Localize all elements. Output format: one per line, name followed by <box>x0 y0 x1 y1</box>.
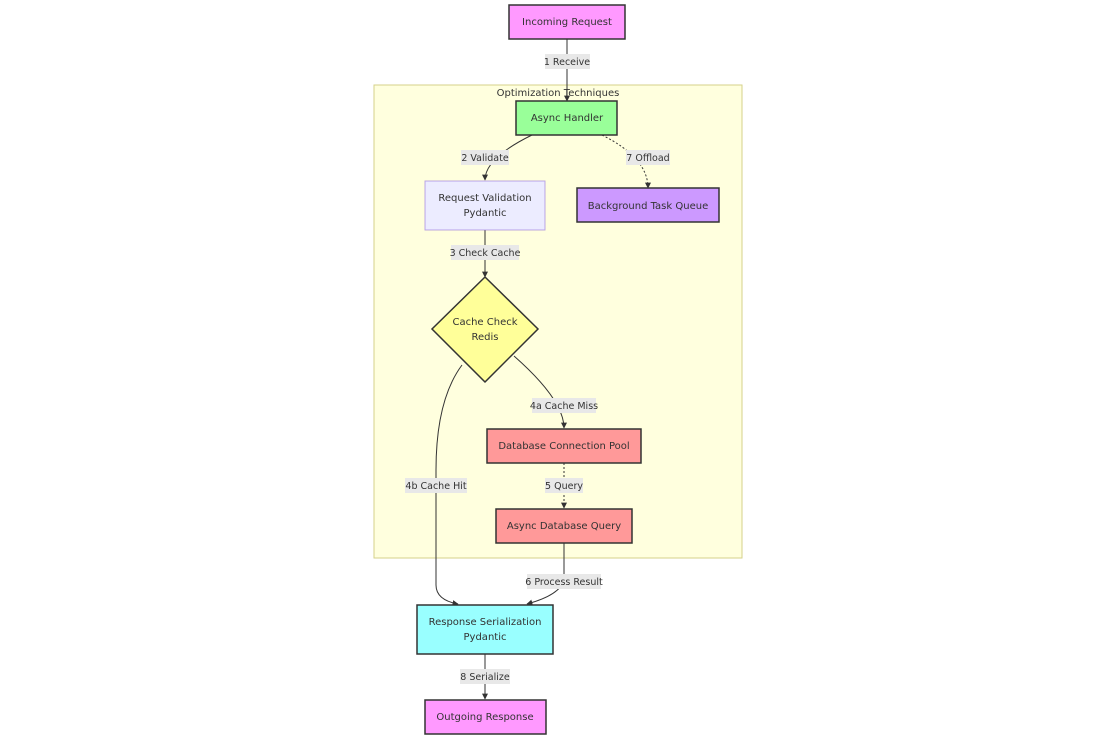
edge-label-receive: 1 Receive <box>544 57 590 68</box>
node-label-line2: Pydantic <box>464 208 507 219</box>
node-background-task-queue[interactable]: Background Task Queue <box>576 187 720 223</box>
node-async-database-query[interactable]: Async Database Query <box>495 508 633 544</box>
node-response-serialization[interactable]: Response Serialization Pydantic <box>416 604 554 655</box>
node-cache-check[interactable]: Cache Check Redis <box>430 275 540 384</box>
node-label: Outgoing Response <box>436 712 533 723</box>
edge-label-serialize: 8 Serialize <box>460 672 510 683</box>
edge-label-validate: 2 Validate <box>461 153 509 164</box>
edge-label-cache-hit: 4b Cache Hit <box>405 481 466 492</box>
node-label-line2: Redis <box>472 332 499 343</box>
node-label: Incoming Request <box>522 17 612 28</box>
node-async-handler[interactable]: Async Handler <box>515 100 618 136</box>
node-label: Async Database Query <box>507 521 621 532</box>
node-label: Async Handler <box>531 113 604 124</box>
node-label-line1: Request Validation <box>438 193 531 204</box>
edge-label-query: 5 Query <box>545 481 583 492</box>
node-label-line2: Pydantic <box>464 632 507 643</box>
edge-label-check-cache: 3 Check Cache <box>450 248 521 259</box>
edge-cache-miss <box>513 355 567 429</box>
node-request-validation[interactable]: Request Validation Pydantic <box>424 180 546 231</box>
node-incoming-request[interactable]: Incoming Request <box>508 4 626 40</box>
edge-label-process-result: 6 Process Result <box>525 577 603 588</box>
node-label-line1: Cache Check <box>452 317 517 328</box>
edge-offload <box>601 134 651 189</box>
node-label: Background Task Queue <box>588 201 708 212</box>
node-outgoing-response[interactable]: Outgoing Response <box>424 699 547 735</box>
cluster-label: Optimization Techniques <box>497 88 620 99</box>
node-label: Database Connection Pool <box>498 441 629 452</box>
node-database-connection-pool[interactable]: Database Connection Pool <box>486 428 642 464</box>
edge-label-offload: 7 Offload <box>626 153 669 164</box>
node-label-line1: Response Serialization <box>429 617 542 628</box>
edge-label-cache-miss: 4a Cache Miss <box>530 401 598 412</box>
edge-cache-hit <box>435 364 463 606</box>
edge-labels: 1 Receive 2 Validate 7 Offload 3 Check C… <box>405 54 670 684</box>
